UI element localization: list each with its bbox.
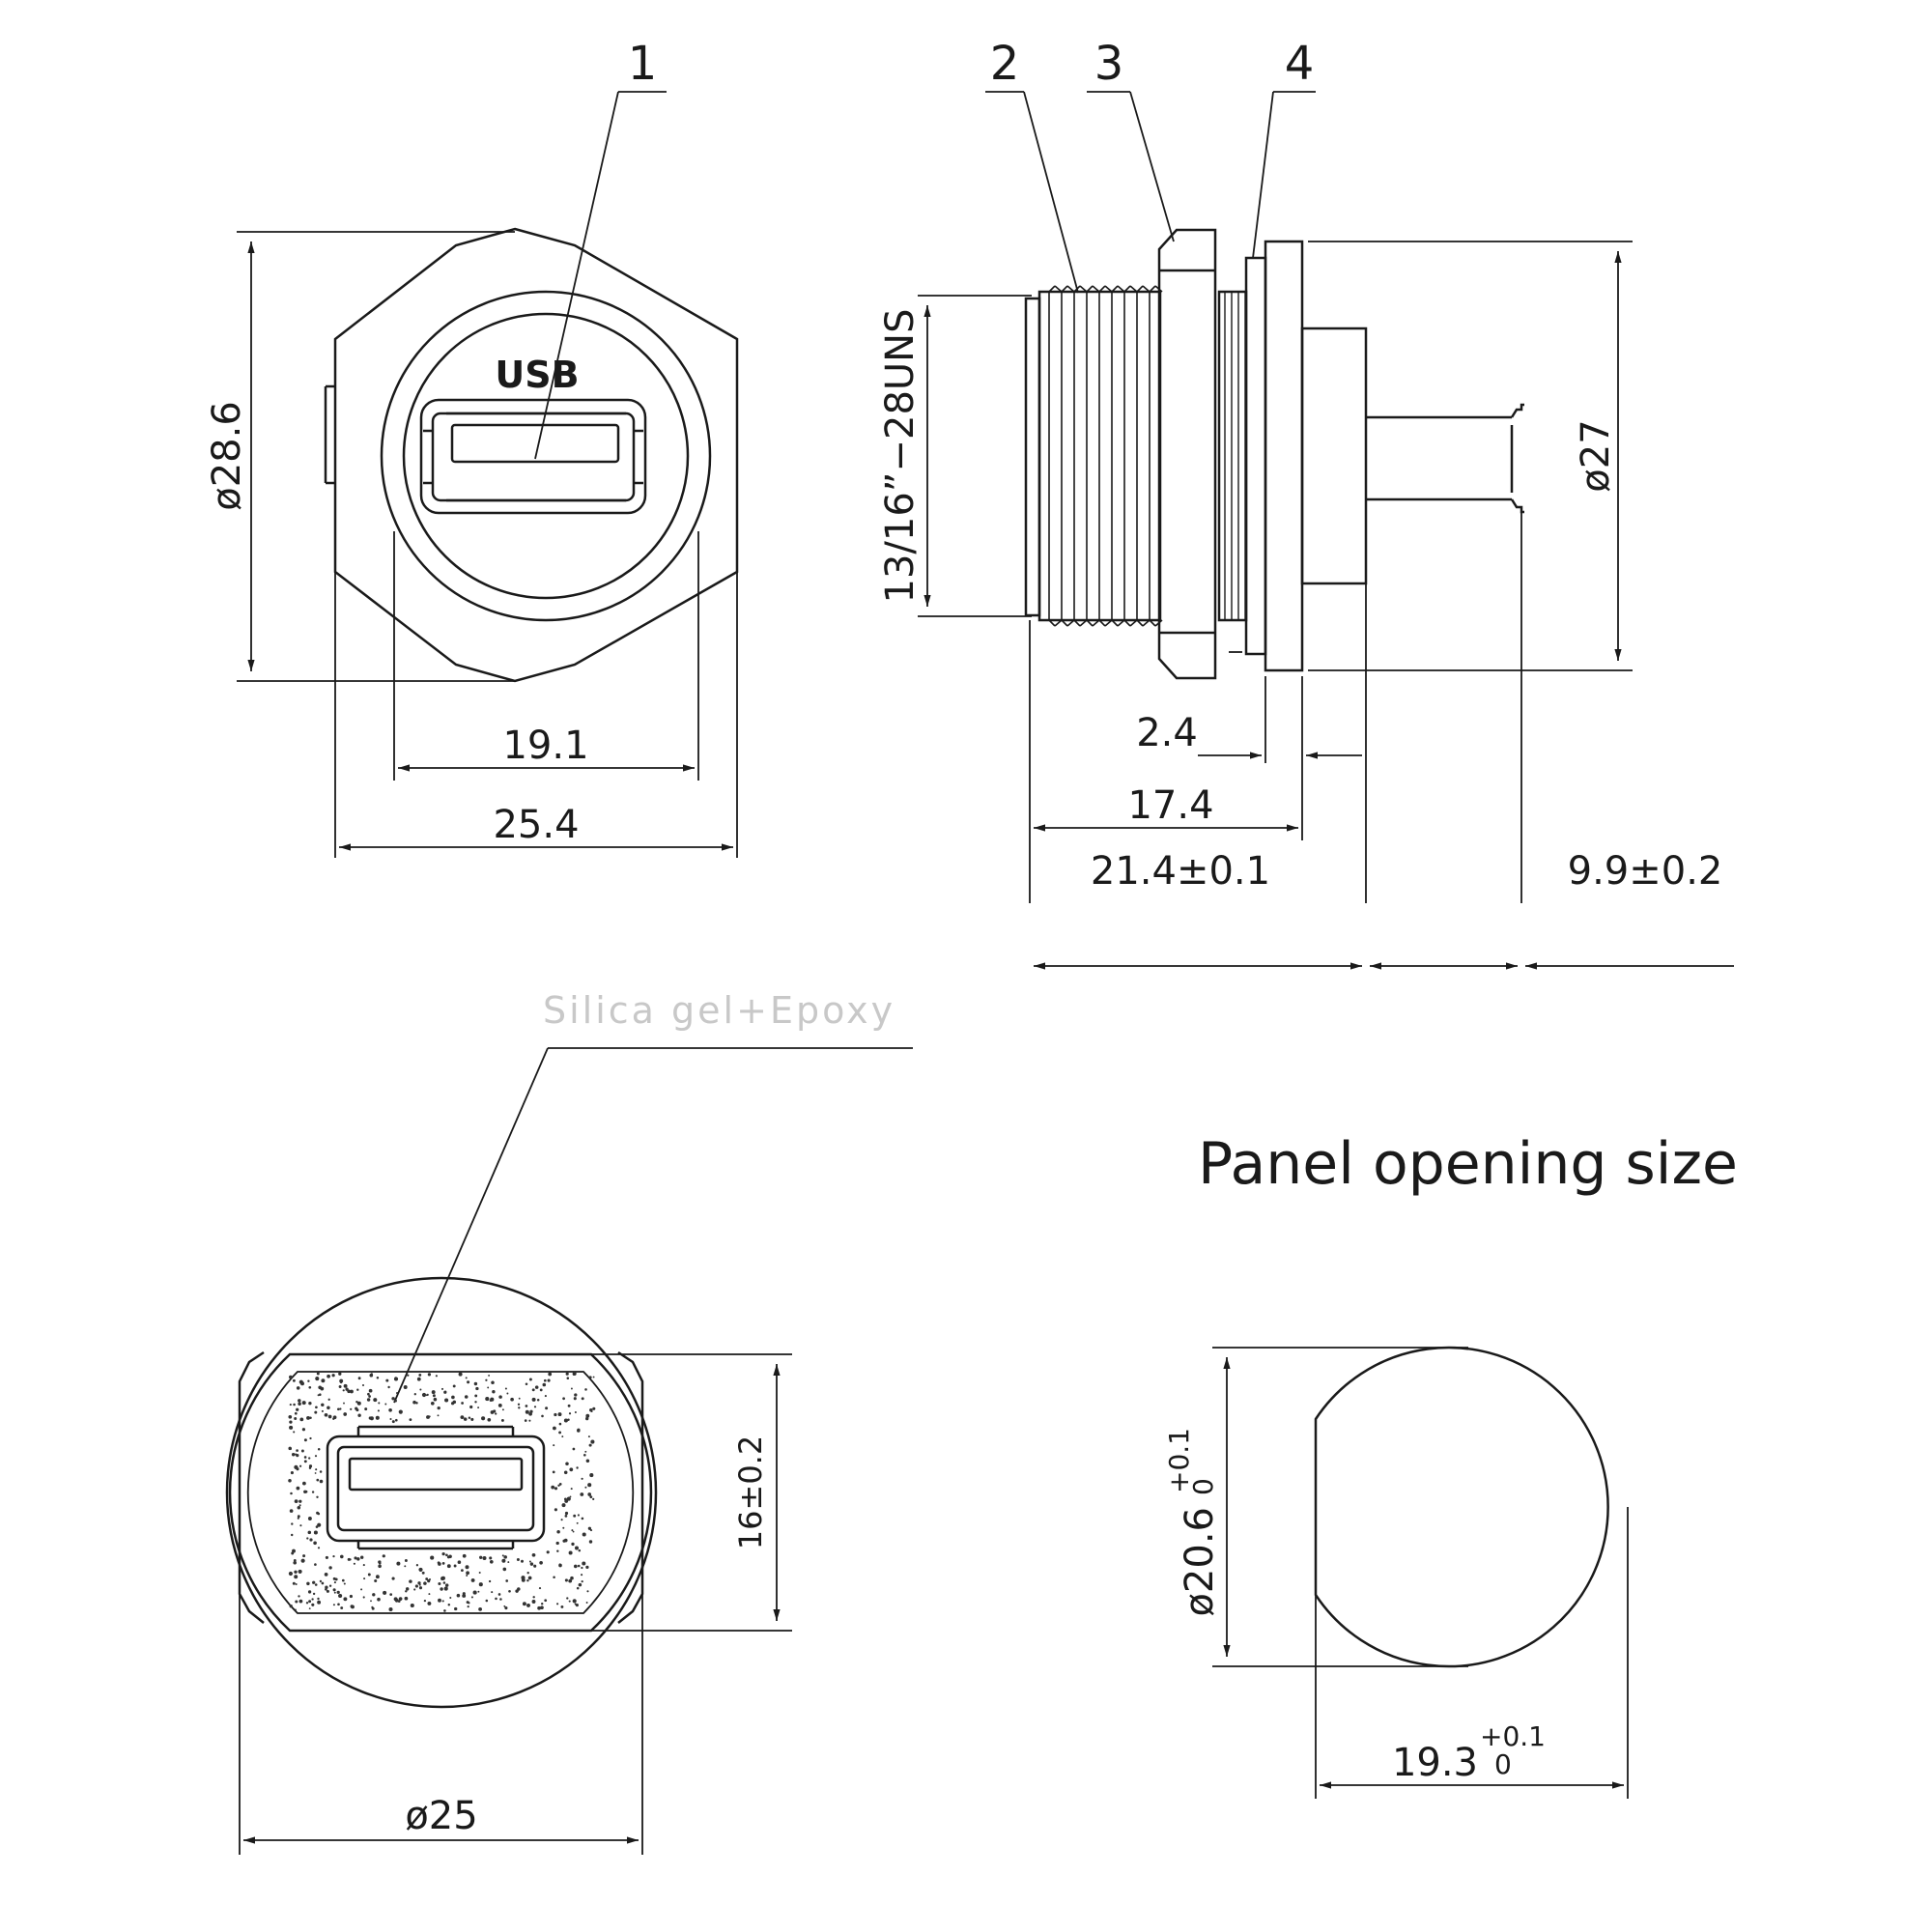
- epoxy-speckle: [288, 1371, 596, 1612]
- epoxy-fill-area: [246, 1371, 635, 1614]
- front-outer-circle: [380, 290, 712, 622]
- panel-cutout: [1314, 1346, 1609, 1668]
- side-view: 2 3 4 13/16”−28UNS ø27 2.4 17.4 21.4±0.1…: [878, 37, 1734, 970]
- usb-receptacle-rear: [326, 1425, 546, 1550]
- panel-title: Panel opening size: [1198, 1130, 1738, 1198]
- material-note: Silica gel+Epoxy: [543, 989, 895, 1032]
- front-view: USB 1 ø28.6 19.1 25.4: [205, 37, 739, 858]
- side-nut: [1157, 228, 1217, 680]
- callout-3: 3: [1094, 37, 1124, 91]
- usb-logo: USB: [495, 354, 579, 396]
- dim-panel-flat-tol-upper: +0.1: [1480, 1720, 1546, 1752]
- dim-thread: 13/16”−28UNS: [878, 309, 923, 604]
- dim-17-4: 17.4: [1127, 783, 1213, 828]
- rear-body: [1300, 327, 1368, 585]
- dim-21-4: 21.4±0.1: [1091, 849, 1270, 894]
- dim-panel-flat-tol-lower: 0: [1494, 1748, 1512, 1780]
- callout-4: 4: [1285, 37, 1315, 91]
- dim-front-height: ø28.6: [205, 401, 249, 511]
- panel-opening: Panel opening size ø20.6 +0.1 0 19.3 +0.…: [1163, 1130, 1738, 1799]
- front-inner-circle: [402, 312, 690, 600]
- dim-panel-diameter-tol-upper: +0.1: [1163, 1428, 1195, 1493]
- thread-ticks: [1048, 285, 1163, 627]
- dim-2-4: 2.4: [1136, 711, 1198, 755]
- dim-front-width: 25.4: [493, 803, 579, 847]
- callout-1: 1: [628, 37, 658, 91]
- dim-9-9: 9.9±0.2: [1568, 849, 1723, 894]
- dim-front-inner: 19.1: [502, 724, 588, 768]
- side-flange: [1264, 240, 1304, 672]
- rear-outer-circle: [225, 1276, 658, 1709]
- gasket-ticks: [1224, 292, 1246, 620]
- dim-panel-flat: 19.3: [1392, 1741, 1478, 1785]
- usb-receptacle-front: [419, 398, 647, 515]
- callout-2: 2: [990, 37, 1020, 91]
- dim-flange-diameter: ø27: [1574, 419, 1618, 492]
- dim-16: 16±0.2: [732, 1435, 769, 1549]
- dim-panel-diameter-tol-lower: 0: [1187, 1478, 1219, 1495]
- dim-panel-diameter: ø20.6: [1178, 1507, 1222, 1617]
- rear-view: Silica gel+Epoxy 16±0.2: [225, 989, 913, 1855]
- dim-25: ø25: [405, 1794, 477, 1838]
